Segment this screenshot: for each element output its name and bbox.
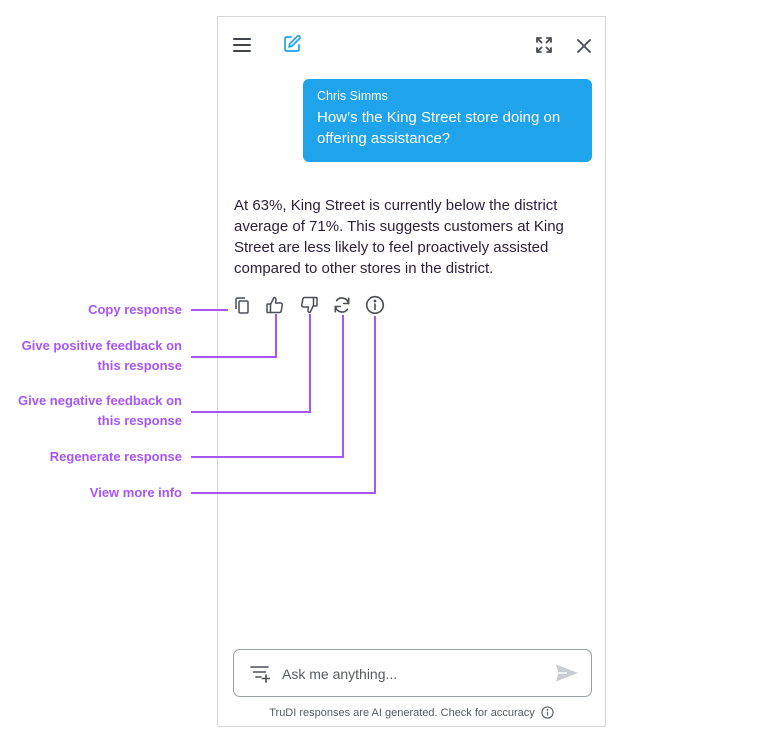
sender-name: Chris Simms [317,89,388,103]
callout-info: View more info [90,483,182,503]
callout-copy: Copy response [88,300,182,320]
send-icon[interactable] [555,663,579,683]
info-icon[interactable] [365,295,385,315]
callout-info-text: View more info [89,485,182,500]
callout-regenerate-text: Regenerate response [49,449,182,464]
user-message-text: How’s the King Street store doing on off… [317,109,561,147]
callout-negative-line1: Give negative feedback on [17,393,182,408]
ai-disclaimer: TruDI responses are AI generated. Check … [218,706,605,723]
chat-input-box[interactable] [233,649,592,697]
menu-icon[interactable] [233,37,251,53]
filter-add-icon[interactable] [250,665,270,683]
disclaimer-text: TruDI responses are AI generated. Check … [269,707,535,719]
callout-positive-line2: this response [97,358,182,373]
edit-icon[interactable] [282,34,302,54]
refresh-icon[interactable] [333,296,351,314]
chat-input[interactable] [280,662,544,686]
callout-regenerate: Regenerate response [50,447,182,467]
user-message-bubble: Chris Simms How’s the King Street store … [303,79,592,162]
callout-negative-line2: this response [97,413,182,428]
thumbs-down-icon[interactable] [300,296,318,314]
callout-positive-line1: Give positive feedback on [21,338,182,353]
thumbs-up-icon[interactable] [266,296,284,314]
copy-icon[interactable] [235,297,249,314]
callout-positive-feedback: Give positive feedback on this response [22,336,182,376]
callout-negative-feedback: Give negative feedback on this response [18,391,182,431]
assistant-response-text: At 63%, King Street is currently below t… [234,197,564,277]
close-icon[interactable] [577,39,591,53]
info-small-icon[interactable] [541,706,554,723]
expand-icon[interactable] [535,36,553,54]
callout-copy-text: Copy response [88,302,182,317]
chat-panel: Chris Simms How’s the King Street store … [217,16,606,727]
